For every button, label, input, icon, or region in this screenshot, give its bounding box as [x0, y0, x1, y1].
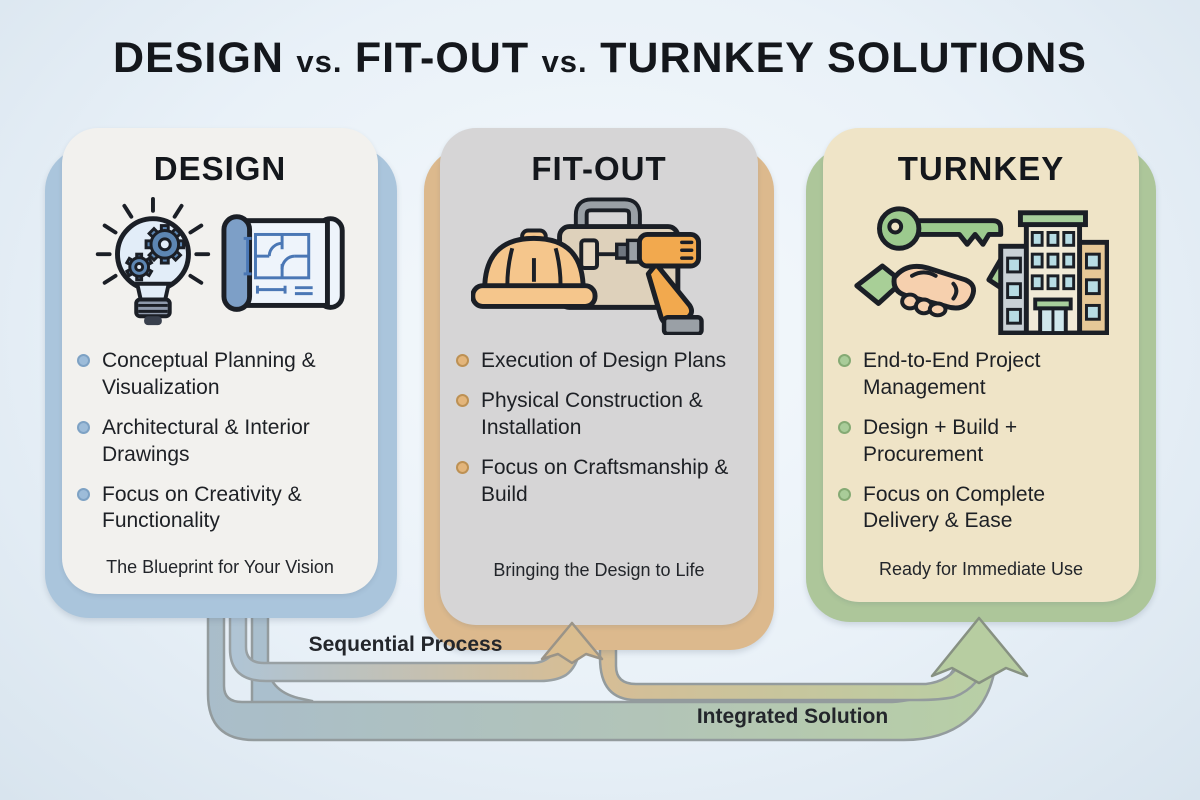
design-card-title: DESIGN: [153, 150, 287, 187]
drill-icon: [615, 231, 704, 335]
bullet-dot: [838, 487, 851, 501]
fitout-bullet-list: Execution of Design Plans Physical Const…: [456, 348, 742, 521]
bullet-dot: [456, 460, 469, 474]
fitout-icon-row: [471, 196, 727, 336]
key-handshake-building-icon: [854, 206, 1109, 335]
bullet-dot: [838, 354, 851, 367]
turnkey-card-title: TURNKEY: [897, 150, 1065, 187]
title-vs-1: vs.: [296, 44, 343, 79]
turnkey-icon-row: [853, 196, 1109, 336]
bullet-dot: [77, 420, 90, 434]
list-item: Focus on Complete Delivery & Ease: [838, 482, 1124, 536]
bullet-dot: [77, 487, 90, 501]
list-item: Focus on Creativity & Functionality: [77, 482, 363, 536]
key-icon: [877, 206, 1004, 251]
integrated-arrowhead-icon: [930, 616, 1029, 685]
title-word-fitout: FIT-OUT: [354, 34, 530, 82]
list-item: Design + Build + Procurement: [838, 415, 1124, 469]
list-item: Execution of Design Plans: [456, 348, 742, 375]
fitout-tagline: Bringing the Design to Life: [493, 560, 705, 580]
bullet-dot: [77, 354, 90, 367]
title-word-turnkey: TURNKEY SOLUTIONS: [600, 34, 1087, 82]
list-item: End-to-End Project Management: [838, 348, 1124, 402]
bullet-dot: [456, 393, 469, 407]
design-tagline: The Blueprint for Your Vision: [106, 557, 334, 577]
turnkey-tagline: Ready for Immediate Use: [878, 559, 1084, 579]
sequential-arrowhead-icon: [540, 621, 604, 665]
lightbulb-gears-blueprint-icon: [95, 197, 345, 326]
blueprint-icon: [221, 214, 345, 312]
design-bullet-list: Conceptual Planning & Visualization Arch…: [77, 348, 363, 548]
bullet-dot: [838, 420, 851, 434]
hardhat-toolbox-drill-icon: [471, 197, 704, 335]
page-title: DESIGN vs. FIT-OUT vs. TURNKEY SOLUTIONS: [0, 34, 1200, 83]
list-item: Physical Construction & Installation: [456, 388, 742, 442]
design-icon-row: [92, 196, 348, 336]
building-icon: [998, 210, 1109, 335]
turnkey-card: TURNKEY: [823, 128, 1139, 602]
turnkey-bullet-list: End-to-End Project Management Design + B…: [838, 348, 1124, 548]
title-word-design: DESIGN: [113, 34, 284, 82]
hard-hat-icon: [471, 228, 598, 309]
sequential-process-label: Sequential Process: [308, 633, 503, 656]
bullet-dot: [456, 354, 469, 367]
list-item: Architectural & Interior Drawings: [77, 415, 363, 469]
fitout-card-title: FIT-OUT: [531, 150, 667, 187]
design-card: DESIGN: [62, 128, 378, 594]
integrated-band-pipe: [206, 598, 998, 742]
integrated-solution-label: Integrated Solution: [696, 705, 889, 728]
fitout-card: FIT-OUT: [440, 128, 758, 625]
lightbulb-gears-icon: [95, 197, 211, 326]
list-item: Conceptual Planning & Visualization: [77, 348, 363, 402]
list-item: Focus on Craftsmanship & Build: [456, 455, 742, 509]
title-vs-2: vs.: [541, 44, 588, 79]
